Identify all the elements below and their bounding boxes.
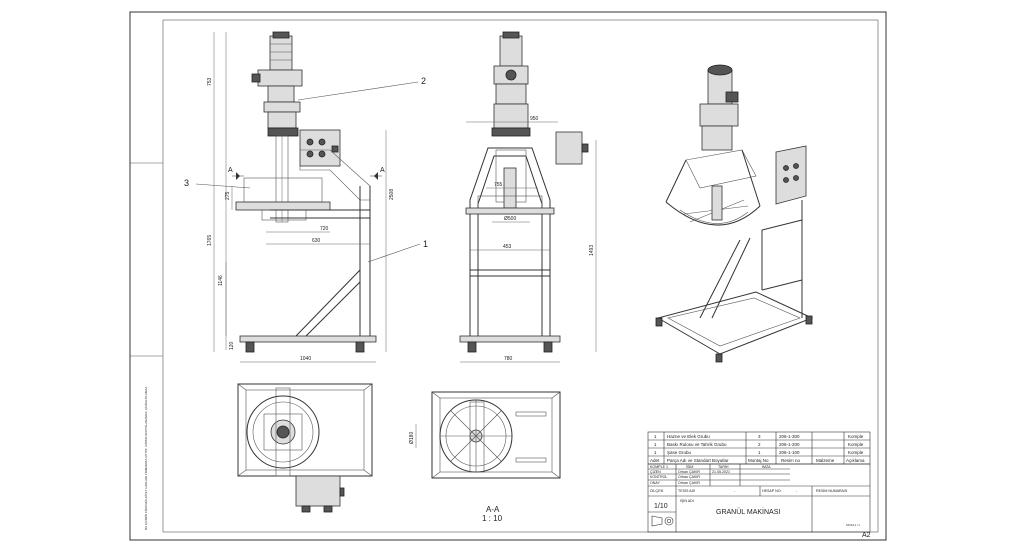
dim-120: 120 [229, 341, 235, 350]
dim-950: 950 [530, 116, 539, 122]
tb-job-title: GRANÜL MAKİNASI [716, 507, 780, 516]
side-view: 950 755 Ø500 453 1493 780 [459, 31, 597, 363]
dim-2508: 2508 [389, 189, 395, 200]
dim-755: 755 [494, 182, 503, 188]
bom-row-1-parca: Hazne ve Elek Grubu [667, 434, 710, 439]
dim-180: Ø180 [409, 432, 415, 444]
tb-hesap-label: HESAP NO: [762, 489, 782, 493]
callout-3: 3 [184, 178, 189, 188]
dim-753: 753 [207, 77, 213, 86]
bom-header-adet: Adet [650, 458, 660, 463]
section-marker-left: A [228, 167, 233, 174]
tb-col-isim: İSİM [686, 464, 693, 469]
bom-header-montaj: Montaj No [748, 458, 769, 463]
bom-row-2-aciklama: Komple [848, 442, 864, 447]
bom-header-aciklama: Açıklama [846, 458, 865, 463]
tb-company-row: KOMPLE 1 [650, 465, 668, 469]
side-control-box [555, 131, 583, 165]
tb-row-onay-name: Orhan ÇAKIR [678, 481, 700, 485]
bom-row-3-montaj: 1 [758, 450, 761, 455]
tb-row-cizen-name: Orhan ÇAKIR [678, 470, 700, 474]
dim-1146: 1146 [218, 275, 224, 286]
bom-row-1-adet: 1 [654, 434, 657, 439]
dim-275: 275 [225, 191, 231, 200]
dim-500: Ø500 [504, 216, 516, 222]
title-block: KOMPLE 1 İSİM TARİH İMZA ÇİZEN Orhan ÇAK… [647, 463, 871, 539]
tb-hesap-value: - [796, 489, 798, 493]
dim-453: 453 [503, 244, 512, 250]
bom-row-2-resim: 206-1-200 [779, 442, 800, 447]
inner-border [162, 19, 879, 533]
bom-header-malzeme: Malzeme [816, 458, 835, 463]
dim-780: 780 [504, 356, 513, 362]
left-margin-note: BU ÇİZİMİN FİKRİ MÜLKİYET HAKLARI FİRMAM… [143, 386, 148, 530]
bom-row-3-aciklama: Komple [848, 450, 864, 455]
tb-tesis-label: TESİS ADI [678, 488, 695, 493]
bom-row-2-parca: Baskı Rulosu ve Tahrik Grubu [667, 442, 727, 447]
tb-tesis-value: - [734, 489, 736, 493]
dim-1040: 1040 [300, 356, 311, 362]
callout-1: 1 [423, 239, 428, 249]
tb-col-tarih: TARİH [718, 464, 729, 469]
bom-row-3-adet: 1 [654, 450, 657, 455]
bom-row-2-montaj: 2 [758, 442, 761, 447]
section-marker-right: A [380, 167, 385, 174]
bom-header-resim: Resim no [781, 458, 801, 463]
outer-border [129, 11, 887, 541]
tb-is-label: İŞİN ADI [680, 498, 694, 503]
tb-row-onay-label: ONAY [650, 481, 661, 485]
section-caption: A-A [486, 505, 500, 514]
bom-row-3-parca: Şase Grubu [667, 450, 692, 455]
tb-resim-label: RESİM NUMARASI [816, 488, 847, 493]
bom-row-2-adet: 1 [654, 442, 657, 447]
bom-header-parca: Parça Adı ve Standart Boyutlar [667, 458, 729, 463]
dim-630: 630 [312, 238, 321, 244]
callout-2: 2 [421, 76, 426, 86]
bom-table: 1 Hazne ve Elek Grubu 3 206-1-300 Komple… [647, 431, 871, 465]
tb-row-cizen-date: 21.05.2021 [712, 470, 730, 474]
tb-row-cizen-label: ÇİZEN [650, 469, 661, 474]
tb-olcek-label: ÖLÇEK [650, 488, 664, 493]
front-view: A A 753 2508 1765 1146 275 120 720 630 1… [184, 31, 428, 363]
tb-col-imza: İMZA [762, 464, 771, 469]
tb-row-kontrol-name: Orhan ÇAKIR [678, 475, 700, 479]
bom-row-1-resim: 206-1-300 [779, 434, 800, 439]
projection-symbol-cone [651, 515, 663, 527]
bom-row-3-resim: 206-1-100 [779, 450, 800, 455]
section-scale: 1 : 10 [482, 514, 503, 523]
dim-720: 720 [320, 226, 329, 232]
bom-row-1-aciklama: Komple [848, 434, 864, 439]
bom-row-1-montaj: 3 [758, 434, 761, 439]
tb-scale: 1/10 [654, 503, 668, 510]
top-view [237, 383, 373, 513]
section-a-a-view: Ø180 A-A 1 : 10 [409, 391, 561, 523]
dim-1493: 1493 [589, 245, 595, 256]
tb-small-tag: SAYFA 1 / 1 [846, 523, 860, 527]
isometric-view [655, 64, 814, 363]
dim-1765: 1765 [207, 235, 213, 246]
tb-sheet-size: A2 [862, 532, 871, 539]
projection-symbol-circle [664, 516, 674, 526]
tb-row-kontrol-label: KONTROL [650, 475, 667, 479]
